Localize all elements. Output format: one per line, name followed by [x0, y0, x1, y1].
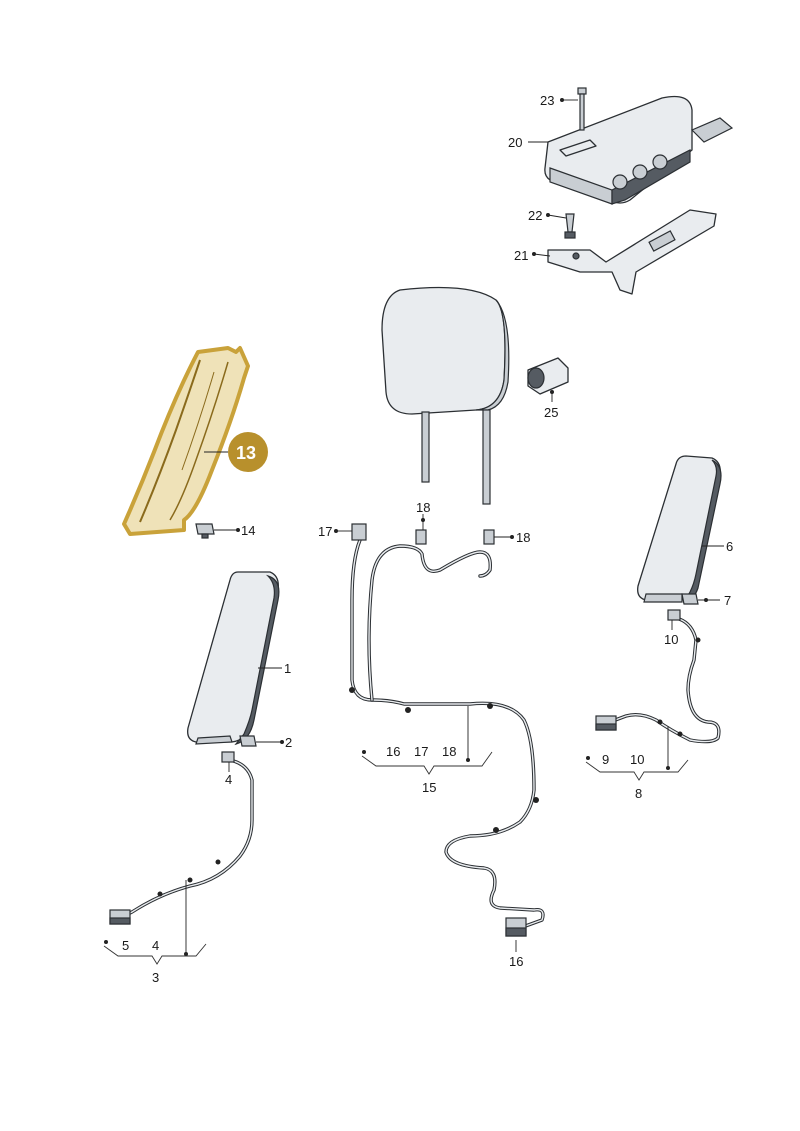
callout-25: 25: [544, 405, 558, 420]
side-airbag-13-highlighted[interactable]: [122, 346, 250, 536]
screw-7[interactable]: [681, 593, 699, 605]
callout-4a: 4: [225, 772, 232, 787]
side-airbag-6[interactable]: [637, 455, 722, 603]
screw-2[interactable]: [239, 735, 257, 747]
rivet-22[interactable]: [564, 213, 576, 239]
wiring-harness-15[interactable]: [349, 523, 545, 937]
group-15-item-18: 18: [442, 744, 456, 759]
callout-10a: 10: [664, 632, 678, 647]
group-15-item-17: 17: [414, 744, 428, 759]
group-8-item-9: 9: [602, 752, 609, 767]
callout-17: 17: [318, 524, 332, 539]
connector-25[interactable]: [527, 357, 569, 395]
callout-7: 7: [724, 593, 731, 608]
bracket-21[interactable]: [547, 209, 717, 295]
callout-18b: 18: [516, 530, 530, 545]
screw-14[interactable]: [195, 523, 215, 539]
group-15-brace: [361, 706, 493, 775]
callout-22: 22: [528, 208, 542, 223]
group-15-item-16: 16: [386, 744, 400, 759]
group-3-brace: [103, 880, 207, 965]
wiring-harness-8[interactable]: [595, 609, 721, 744]
group-8-brace: [585, 726, 689, 781]
callout-2: 2: [285, 735, 292, 750]
callout-1: 1: [284, 661, 291, 676]
callout-14: 14: [241, 523, 255, 538]
side-airbag-1[interactable]: [187, 571, 280, 746]
callout-21: 21: [514, 248, 528, 263]
callout-15: 15: [422, 780, 436, 795]
callout-23: 23: [540, 93, 554, 108]
callout-20: 20: [508, 135, 522, 150]
wiring-harness-3[interactable]: [109, 751, 254, 925]
callout-badge-13: 13: [204, 432, 268, 472]
group-3-item-5: 5: [122, 938, 129, 953]
callout-13: 13: [236, 443, 256, 463]
callout-3: 3: [152, 970, 159, 985]
callout-16: 16: [509, 954, 523, 969]
callout-8: 8: [635, 786, 642, 801]
callout-18a: 18: [416, 500, 430, 515]
mounting-screw-23[interactable]: [577, 87, 587, 131]
passenger-airbag-module[interactable]: [544, 95, 734, 205]
group-8-item-10: 10: [630, 752, 644, 767]
headrest[interactable]: [381, 286, 510, 505]
group-3-item-4: 4: [152, 938, 159, 953]
callout-6: 6: [726, 539, 733, 554]
